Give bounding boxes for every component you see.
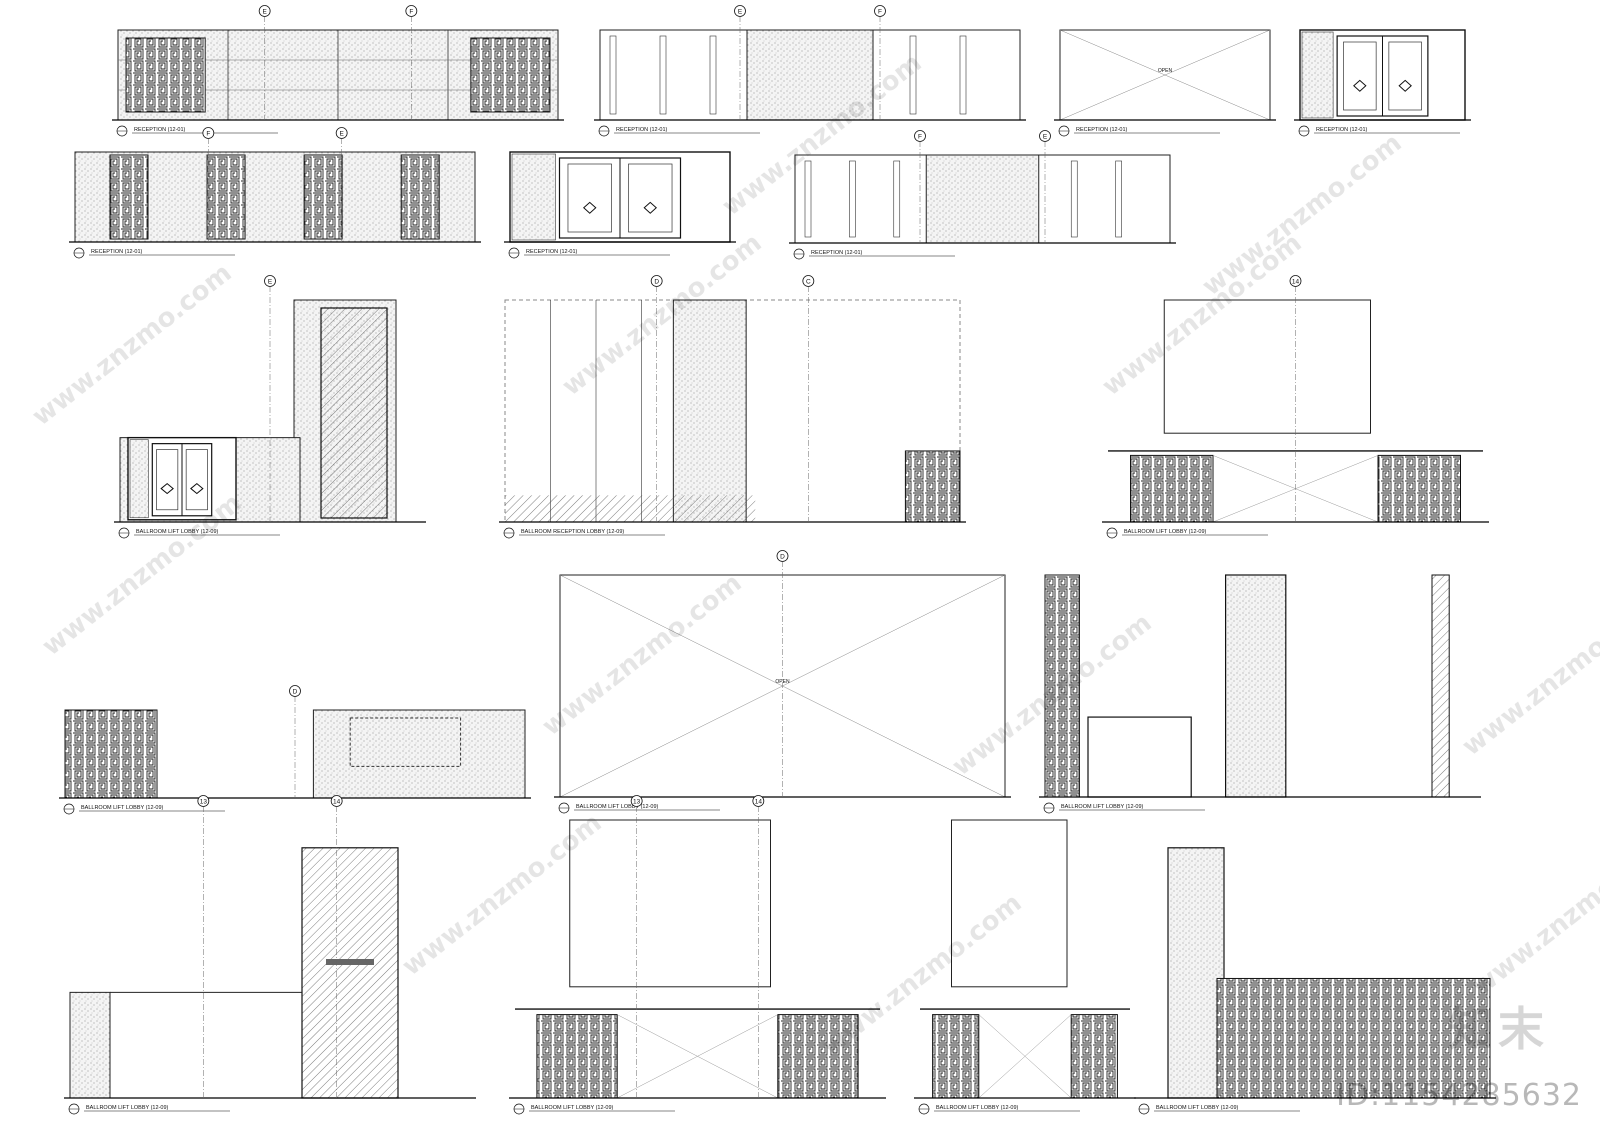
open-label: OPEN [1158, 68, 1173, 74]
grid-bubble [776, 550, 789, 562]
view-title: BALLROOM LIFT LOBBY (12-09) [86, 1105, 168, 1111]
grid-label: 13 [200, 799, 208, 806]
elevation-view: E BALLROOM LIFT LOBBY (12-09) [114, 275, 426, 539]
grid-bubble [752, 795, 765, 807]
view-title: BALLROOM LIFT LOBBY (12-09) [936, 1105, 1018, 1111]
elevation-view: F E RECEPTION (12-01) [69, 127, 481, 259]
view-title: BALLROOM LIFT LOBBY (12-09) [1156, 1105, 1238, 1111]
view-title: BALLROOM LIFT LOBBY (12-09) [136, 529, 218, 535]
grid-label: E [339, 131, 344, 138]
view-title: BALLROOM RECEPTION LOBBY (12-09) [521, 529, 624, 535]
grid-bubble [405, 5, 418, 17]
grid-label: F [878, 9, 882, 16]
grid-bubble [734, 5, 746, 17]
view-title: RECEPTION (12-01) [526, 249, 578, 255]
grid-label: 14 [1292, 279, 1300, 286]
grid-label: F [206, 131, 210, 138]
grid-label: 13 [633, 799, 641, 806]
brand-logo-text: 知末 [1448, 1002, 1548, 1056]
view-title: BALLROOM LIFT LOBBY (12-09) [531, 1105, 613, 1111]
view-title: RECEPTION (12-01) [616, 127, 668, 133]
grid-label: 14 [755, 799, 763, 806]
elevation-view: BALLROOM LIFT LOBBY (12-09) [1039, 574, 1481, 814]
grid-label: C [806, 279, 811, 286]
elevation-view: RECEPTION (12-01) [1294, 29, 1471, 137]
grid-bubble [197, 795, 210, 807]
grid-bubble [335, 127, 348, 139]
elevation-view: F E RECEPTION (12-01) [789, 130, 1176, 260]
elevation-view: OPEN RECEPTION (12-01) [1054, 29, 1276, 137]
grid-label: E [268, 279, 273, 286]
elevation-view: E F RECEPTION (12-01) [112, 5, 564, 137]
elevation-view: RECEPTION (12-01) [504, 151, 736, 259]
view-title: RECEPTION (12-01) [811, 250, 863, 256]
view-title: BALLROOM LIFT LOBBY (12-09) [81, 805, 163, 811]
elevation-view: E F RECEPTION (12-01) [594, 5, 1026, 137]
grid-bubble [1039, 130, 1051, 142]
grid-bubble [289, 685, 301, 697]
grid-bubble [650, 275, 663, 287]
view-title: RECEPTION (12-01) [1076, 127, 1128, 133]
grid-label: F [918, 134, 922, 141]
view-title: RECEPTION (12-01) [1316, 127, 1368, 133]
grid-label: E [1043, 134, 1048, 141]
grid-bubble [914, 130, 926, 142]
grid-label: D [780, 554, 785, 561]
grid-label: E [738, 9, 743, 16]
elevation-view: BALLROOM LIFT LOBBY (12-09) [914, 819, 1136, 1115]
grid-label: F [409, 9, 413, 16]
view-title: BALLROOM LIFT LOBBY (12-09) [576, 804, 658, 810]
elevation-view: D C BALLROOM RECEPTION LOBBY (12-09) [499, 275, 966, 539]
grid-label: 14 [333, 799, 341, 806]
elevation-view: D BALLROOM LIFT LOBBY (12-09) [59, 685, 531, 815]
view-title: RECEPTION (12-01) [134, 127, 186, 133]
drawing-id: ID:1154285632 [1336, 1078, 1582, 1113]
grid-bubble [202, 127, 215, 139]
grid-bubble [330, 795, 343, 807]
view-title: RECEPTION (12-01) [91, 249, 143, 255]
grid-bubble [874, 5, 886, 17]
grid-bubble [630, 795, 643, 807]
view-title: BALLROOM LIFT LOBBY (12-09) [1124, 529, 1206, 535]
grid-bubble [1289, 275, 1302, 287]
grid-bubble [258, 5, 271, 17]
grid-bubble [264, 275, 276, 287]
view-title: BALLROOM LIFT LOBBY (12-09) [1061, 804, 1143, 810]
grid-label: D [293, 689, 298, 696]
grid-label: E [262, 9, 267, 16]
elevation-view: BALLROOM LIFT LOBBY (12-09) [1134, 847, 1496, 1115]
grid-label: D [654, 279, 659, 286]
grid-bubble [802, 275, 815, 287]
